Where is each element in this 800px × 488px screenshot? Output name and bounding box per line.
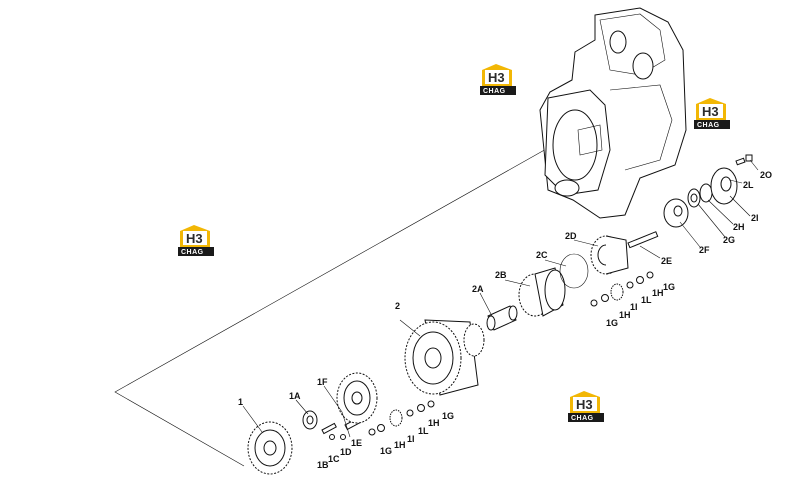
callout-1A: 1A [289,391,301,401]
callout-2L: 2L [743,180,754,190]
watermark-logo-3: H3 CHAG [178,225,214,256]
watermark-logo-4: H3 CHAG [568,391,604,422]
callout-1H-lower-b: 1H [428,418,440,428]
callout-1L-lower: 1L [418,426,429,436]
svg-text:H3: H3 [186,231,203,246]
svg-text:CHAG: CHAG [571,415,594,422]
pin-2E [627,231,659,249]
leader-lines [242,159,759,438]
callout-1H-upper-b: 1H [652,288,664,298]
svg-text:CHAG: CHAG [483,88,506,95]
callout-1G-lower-a: 1G [380,446,392,456]
callout-1H-lower-a: 1H [394,440,406,450]
bolt-2O [735,154,753,166]
callout-labels: 1 1A 1F 1E 1D 1C 1B 1G 1H 1I 1L 1H 1G 2 … [238,170,772,470]
callout-1: 1 [238,397,243,407]
callout-1G-upper-b: 1G [663,282,675,292]
carrier-2D [590,235,629,275]
callout-2O: 2O [760,170,772,180]
gear-1 [247,421,293,475]
watermark-logo-2: H3 CHAG [694,98,730,129]
callout-2C: 2C [536,250,548,260]
svg-text:CHAG: CHAG [181,249,204,256]
ring-2B [518,267,566,317]
callout-1B: 1B [317,460,329,470]
callout-2G: 2G [723,235,735,245]
callout-1E: 1E [351,438,362,448]
callout-1I-lower: 1I [407,434,415,444]
callout-1G-lower-b: 1G [442,411,454,421]
callout-2D: 2D [565,231,577,241]
callout-2B: 2B [495,270,507,280]
svg-text:H3: H3 [576,397,593,412]
callout-1F: 1F [317,377,328,387]
callout-1L-upper: 1L [641,295,652,305]
transmission-housing [539,7,687,219]
seals-2G-2H [687,183,713,208]
callout-1C: 1C [328,454,340,464]
svg-text:H3: H3 [702,104,719,119]
callout-2: 2 [395,301,400,311]
planet-bearing-set-lower [368,400,435,436]
snap-ring-2C [559,253,589,289]
svg-text:CHAG: CHAG [697,122,720,129]
callout-1H-upper-a: 1H [619,310,631,320]
flange-2I [710,167,738,205]
callout-2I: 2I [751,213,759,223]
planet-bearing-set-upper [590,271,654,307]
callout-2E: 2E [661,256,672,266]
shaft-2A [486,305,518,331]
callout-2A: 2A [472,284,484,294]
callout-1I-upper: 1I [630,302,638,312]
ring-gear-2 [404,319,485,396]
callout-1D: 1D [340,447,352,457]
callout-2H: 2H [733,222,745,232]
callout-1G-upper-a: 1G [606,318,618,328]
callout-2F: 2F [699,245,710,255]
assembly-guide-line [114,147,549,467]
plate-2F [663,198,689,228]
carrier-1F [336,372,378,424]
svg-text:H3: H3 [488,70,505,85]
watermark-logo-1: H3 CHAG [480,64,516,95]
